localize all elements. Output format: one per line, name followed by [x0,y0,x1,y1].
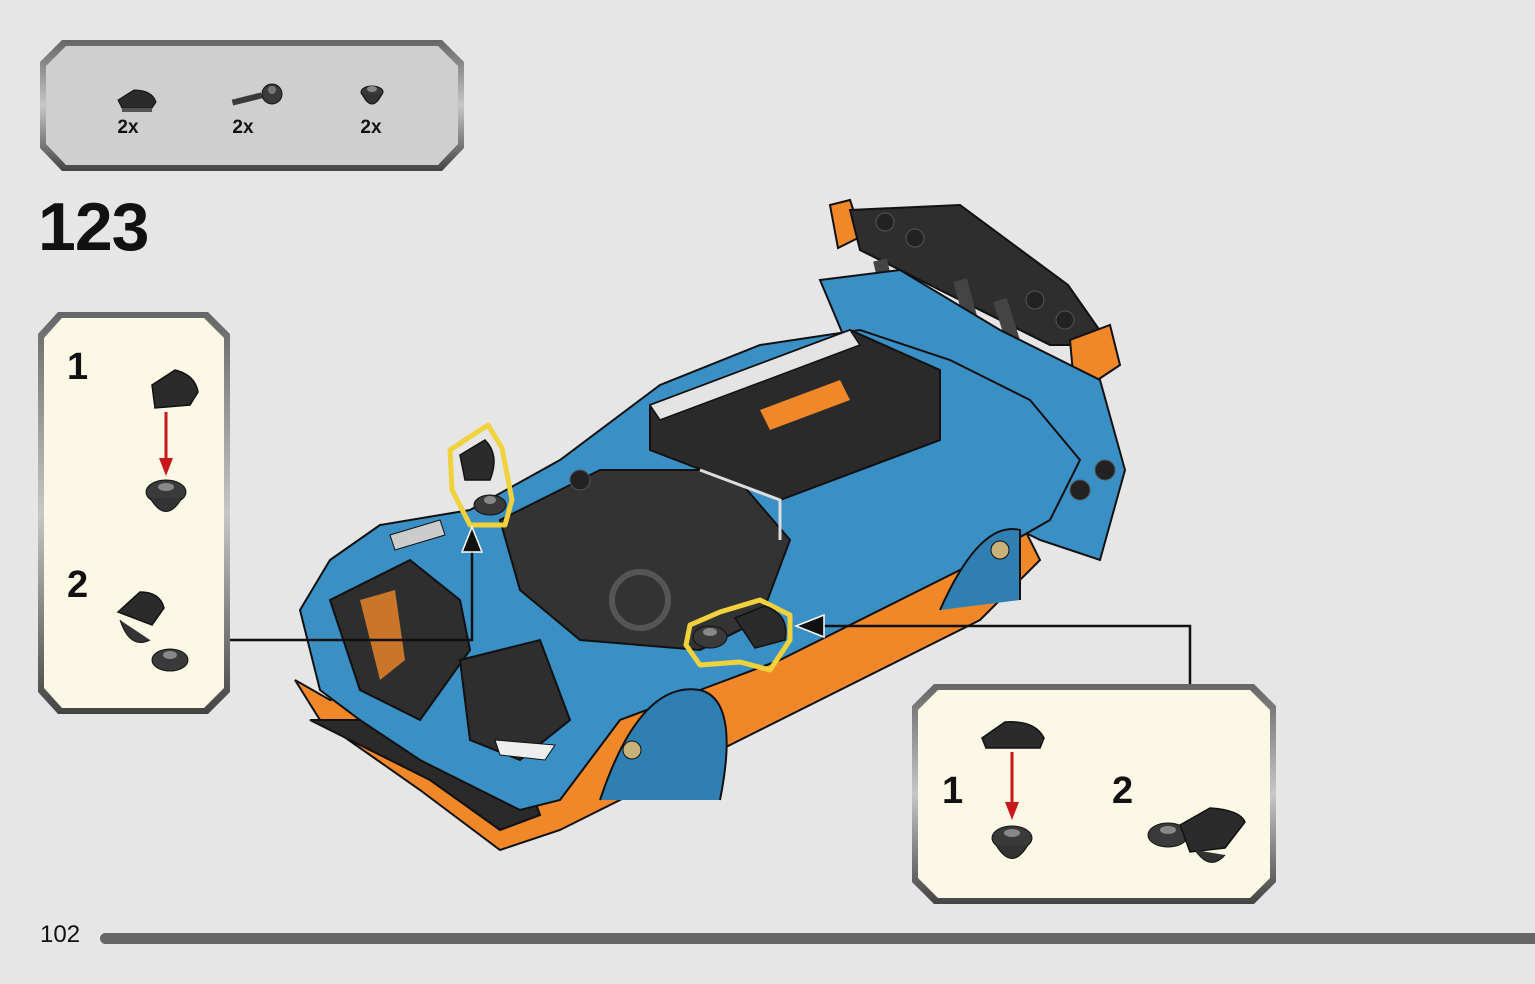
sub-step-number: 2 [67,564,89,606]
sub-step-number: 1 [942,770,964,812]
part-quantity: 2x [232,117,254,138]
part-quantity: 2x [117,117,139,138]
highlighted-part-left [447,422,515,528]
page-progress-bar [100,933,1535,944]
round-plate-with-clip-icon [360,85,384,105]
sub-step-number: 1 [67,346,89,388]
part-quantity: 2x [360,117,382,138]
page-number: 102 [40,921,81,948]
step-number: 123 [38,189,149,265]
sub-step-number: 2 [1112,770,1134,812]
curved-slope-tile-icon [117,89,157,112]
highlighted-part-right [683,597,793,673]
bar-with-clip-piece-icon [231,83,283,106]
